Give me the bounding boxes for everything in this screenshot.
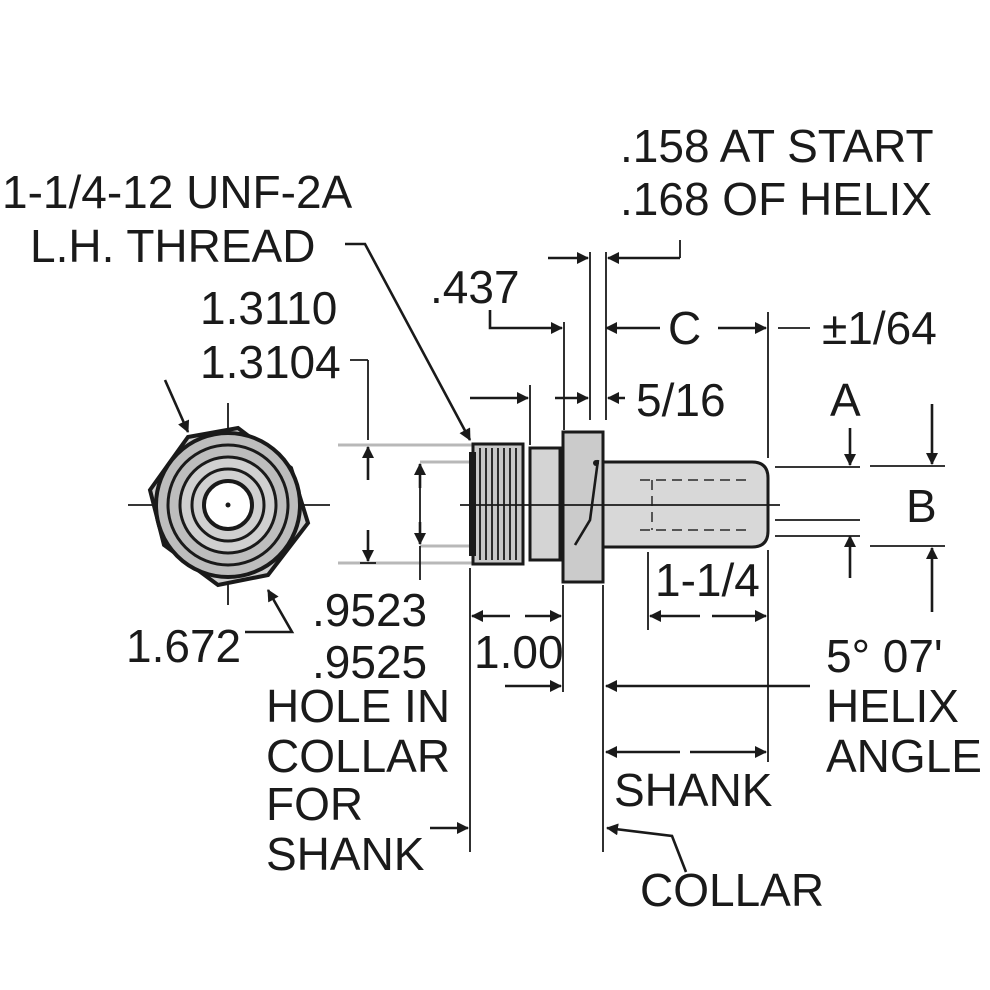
helix-start-label-1: .158 AT START [620,120,934,172]
side-view [338,430,780,584]
body-section [528,446,562,562]
dim-437-label: .437 [430,261,520,313]
end-view [128,379,330,634]
hole-note-label-1: HOLE IN [266,680,450,732]
dim-c-label: C [668,302,701,354]
dia-min-label: 1.3104 [200,336,341,388]
dim-b-label: B [906,480,937,532]
dimension-lines [345,240,945,873]
helix-start-label-2: .168 OF HELIX [620,173,932,225]
collar-label: COLLAR [640,864,824,916]
tol-c-label: ±1/64 [822,302,937,354]
labels: 1-1/4-12 UNF-2A L.H. THREAD .158 AT STAR… [2,120,982,916]
hole-note-label-4: SHANK [266,828,425,880]
dim-100-label: 1.00 [474,626,564,678]
dim-1672-label: 1.672 [126,620,241,672]
helix-angle-label-1: 5° 07' [826,630,943,682]
dim-1-1-4-label: 1-1/4 [655,554,760,606]
hole-note-label-2: COLLAR [266,730,450,782]
hole-max-label: .9523 [312,584,427,636]
hole-min-label: .9525 [312,636,427,688]
helix-angle-label-2: HELIX [826,680,959,732]
hole-note-label-3: FOR [266,778,363,830]
shank-label: SHANK [614,764,773,816]
helix-angle-label-3: ANGLE [826,730,982,782]
dim-a-label: A [830,374,861,426]
dim-5-16-label: 5/16 [636,374,726,426]
thread-type-label: L.H. THREAD [30,220,315,272]
dia-max-label: 1.3110 [200,282,337,334]
thread-spec-label: 1-1/4-12 UNF-2A [2,166,353,218]
collar [561,430,605,584]
